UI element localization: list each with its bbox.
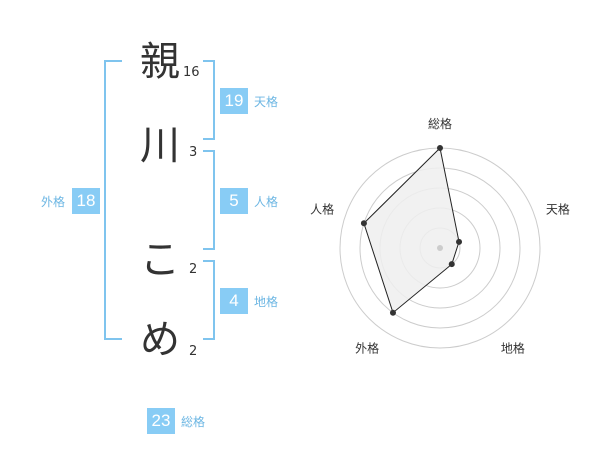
gaikaku-value: 18 [72,188,100,214]
radar-axis-label-2: 地格 [501,340,525,355]
radar-axis-label-0: 総格 [428,116,452,131]
name-char-4: め [140,317,180,363]
radar-series-polygon [363,146,460,314]
radar-center-dot [437,245,443,251]
chikaku-value: 4 [220,288,248,314]
gaikaku-label: 外格 [41,195,66,209]
radar-axis-label-3: 外格 [355,340,379,355]
chikaku-bracket [203,260,215,340]
jinkaku-bracket [203,150,215,250]
radar-axis-label-1: 天格 [546,202,570,217]
name-char-3: こ [140,237,180,283]
radar-point-4 [360,220,367,227]
stroke-count-2: 3 [189,145,198,160]
stroke-count-1: 16 [183,65,200,80]
name-char-1: 親 [140,39,180,85]
radar-axis-label-4: 人格 [310,202,334,217]
tenkaku-bracket [203,60,215,140]
gaikaku-bracket [104,60,122,340]
tenkaku-value: 19 [220,88,248,114]
radar-point-0 [437,145,443,151]
radar-point-3 [389,309,396,316]
chikaku-label: 地格 [254,295,279,309]
radar-point-2 [448,261,455,268]
stroke-count-3: 2 [189,262,198,277]
stroke-count-4: 2 [189,344,198,359]
soukaku-value: 23 [147,408,175,434]
jinkaku-label: 人格 [254,195,279,209]
tenkaku-label: 天格 [254,95,279,109]
radar-point-1 [456,238,463,245]
soukaku-label: 総格 [181,415,206,429]
jinkaku-value: 5 [220,188,248,214]
name-char-2: 川 [140,123,180,169]
